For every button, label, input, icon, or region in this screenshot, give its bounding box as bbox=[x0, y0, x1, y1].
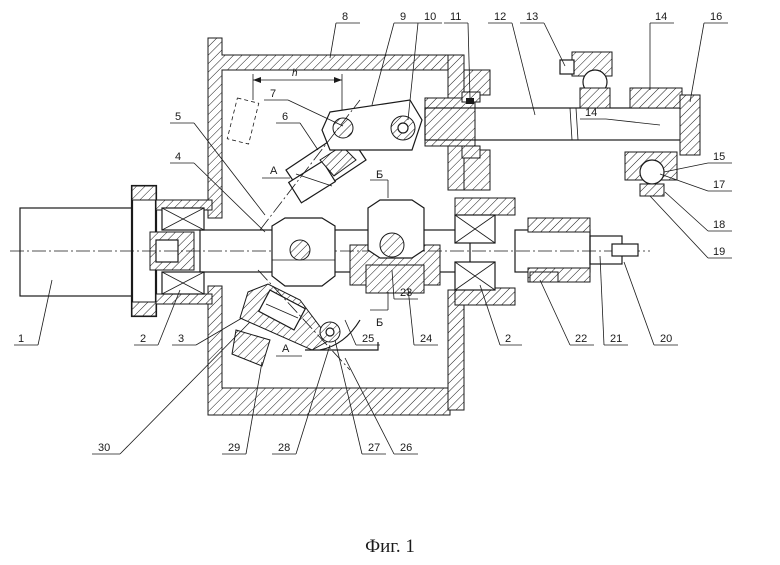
callout-leader bbox=[624, 262, 654, 345]
callout-2: 2 bbox=[140, 333, 146, 345]
callout-27: 27 bbox=[368, 442, 380, 454]
callout-13: 13 bbox=[526, 11, 538, 23]
callout-28: 28 bbox=[278, 442, 290, 454]
callout-leader bbox=[660, 174, 708, 191]
callout-7: 7 bbox=[270, 88, 276, 100]
callout-leader bbox=[300, 123, 318, 150]
callout-14: 14 bbox=[585, 107, 597, 119]
callout-30: 30 bbox=[98, 442, 110, 454]
callout-10: 10 bbox=[424, 11, 436, 23]
callout-11: 11 bbox=[450, 11, 461, 23]
right-bearings bbox=[455, 215, 495, 290]
callout-24: 24 bbox=[420, 333, 432, 345]
output-shaft bbox=[515, 218, 638, 282]
callout-21: 21 bbox=[610, 333, 622, 345]
callout-leader bbox=[540, 280, 570, 345]
central-hub bbox=[272, 218, 335, 286]
dimension-h: h bbox=[253, 68, 342, 110]
callout-6: 6 bbox=[282, 111, 288, 123]
callout-leader bbox=[600, 256, 604, 345]
callout-leader bbox=[690, 23, 704, 102]
callout-12: 12 bbox=[494, 11, 506, 23]
callout-leader bbox=[665, 192, 708, 231]
callout-29: 29 bbox=[228, 442, 240, 454]
callout-leader bbox=[345, 320, 356, 345]
callout-18: 18 bbox=[713, 219, 725, 231]
section-a-bottom-label: А bbox=[282, 343, 290, 355]
callout-leader bbox=[544, 23, 565, 66]
callout-17: 17 bbox=[713, 179, 725, 191]
callout-14: 14 bbox=[655, 11, 667, 23]
callout-3: 3 bbox=[178, 333, 184, 345]
callout-15: 15 bbox=[713, 151, 725, 163]
callout-2: 2 bbox=[505, 333, 511, 345]
callout-16: 16 bbox=[710, 11, 722, 23]
callout-23: 23 bbox=[400, 287, 412, 299]
callout-leader bbox=[194, 163, 265, 232]
section-b-bottom-label: Б bbox=[376, 317, 383, 329]
callout-1: 1 bbox=[18, 333, 24, 345]
figure-caption: Фиг. 1 bbox=[0, 536, 780, 558]
left-bearings bbox=[150, 200, 212, 304]
callout-leader bbox=[38, 280, 52, 345]
callout-leader bbox=[606, 119, 660, 125]
callout-25: 25 bbox=[362, 333, 374, 345]
callout-20: 20 bbox=[660, 333, 672, 345]
callout-19: 19 bbox=[713, 246, 725, 258]
callout-4: 4 bbox=[175, 151, 181, 163]
callout-5: 5 bbox=[175, 111, 181, 123]
callout-9: 9 bbox=[400, 11, 406, 23]
callout-26: 26 bbox=[400, 442, 412, 454]
callout-22: 22 bbox=[575, 333, 587, 345]
dimension-h-label: h bbox=[292, 68, 298, 79]
callout-leader bbox=[512, 23, 535, 115]
joint-head bbox=[366, 200, 424, 293]
callout-leader bbox=[330, 23, 336, 58]
callout-leader bbox=[650, 196, 708, 258]
callout-8: 8 bbox=[342, 11, 348, 23]
section-a-top-label: А bbox=[270, 165, 278, 177]
section-b-top-label: Б bbox=[376, 169, 383, 181]
